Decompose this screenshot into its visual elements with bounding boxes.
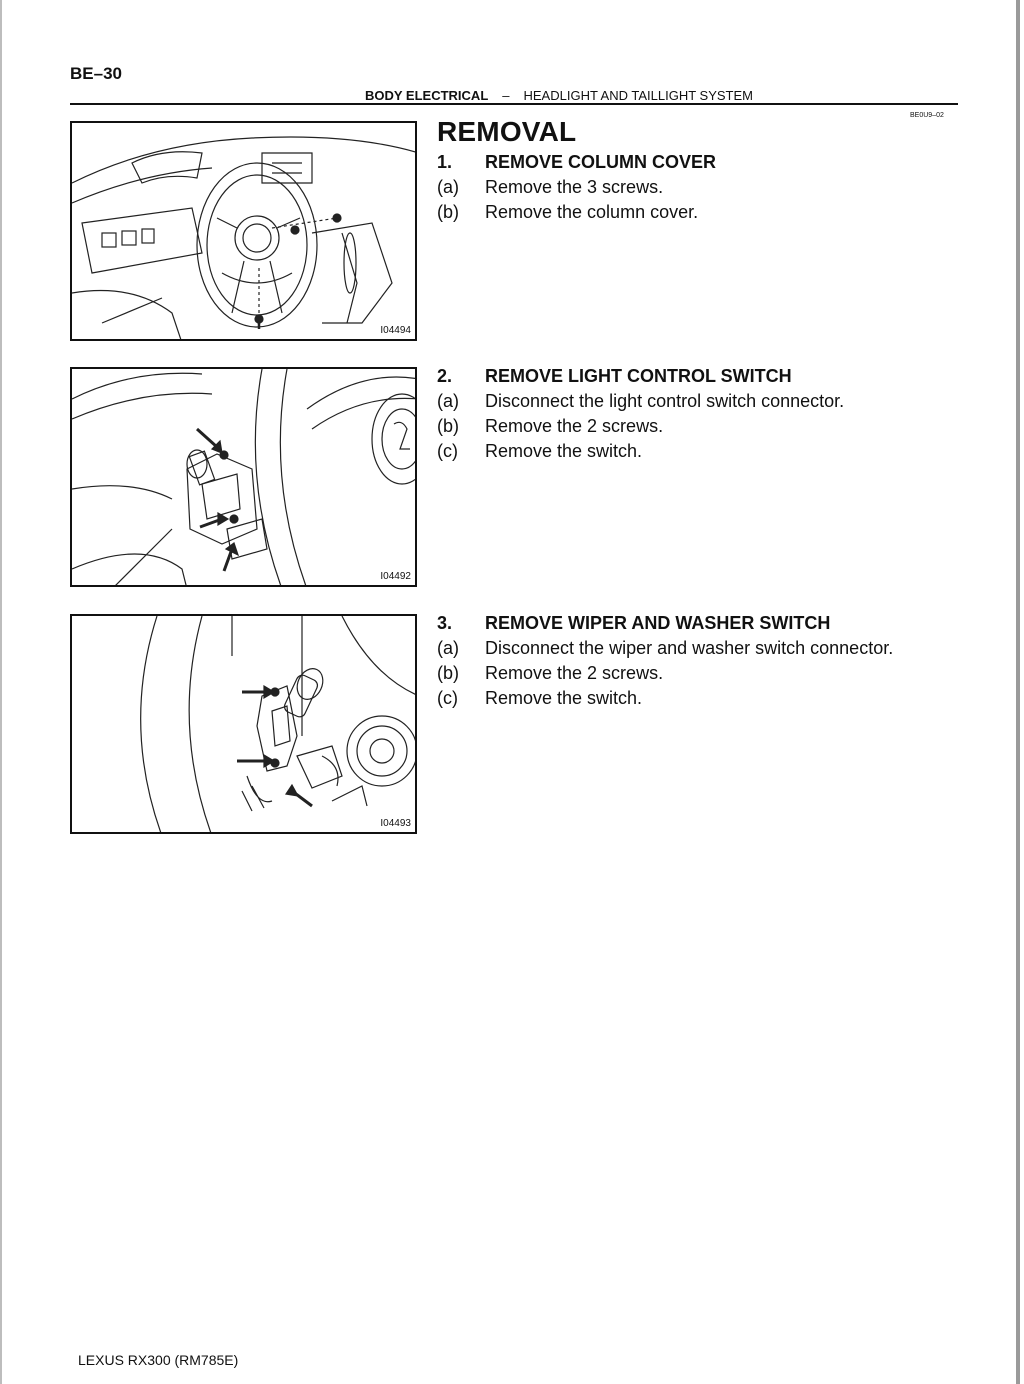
figure-id: I04494 <box>380 325 411 336</box>
step-3: 3. REMOVE WIPER AND WASHER SWITCH (a) Disc… <box>437 611 893 711</box>
footer: LEXUS RX300 (RM785E) <box>78 1352 239 1368</box>
step-heading: REMOVE COLUMN COVER <box>485 152 717 172</box>
substep-label: (b) <box>437 663 459 683</box>
substep-text: Remove the switch. <box>485 441 643 461</box>
figure-id: I04493 <box>380 818 411 829</box>
step-number: 3. <box>437 613 453 633</box>
step-number: 1. <box>437 152 453 172</box>
step-heading: REMOVE LIGHT CONTROL SWITCH <box>485 366 792 386</box>
wiper-switch-illustration <box>140 616 415 832</box>
substep-text: Disconnect the wiper and washer switch c… <box>485 638 894 658</box>
step-heading: REMOVE WIPER AND WASHER SWITCH <box>485 613 831 633</box>
substep-label: (b) <box>437 202 459 222</box>
substep-label: (c) <box>437 688 458 708</box>
substep-text: Remove the 2 screws. <box>485 416 664 436</box>
figure-light-control-switch: I04492 <box>70 367 417 587</box>
substep-label: (c) <box>437 441 458 461</box>
substep-text: Remove the 3 screws. <box>485 177 664 197</box>
substep-label: (a) <box>437 177 459 197</box>
substep-text: Disconnect the light control switch conn… <box>485 391 845 411</box>
substep-label: (a) <box>437 391 459 411</box>
header-separator: – <box>502 88 510 103</box>
substep-text: Remove the 2 screws. <box>485 663 664 683</box>
substep-text: Remove the switch. <box>485 688 643 708</box>
substep-label: (a) <box>437 638 459 658</box>
step-number: 2. <box>437 366 453 386</box>
light-switch-illustration <box>72 369 415 585</box>
page-number: BE–30 <box>70 64 122 83</box>
running-header: BODY ELECTRICAL–HEADLIGHT AND TAILLIGHT … <box>365 88 753 103</box>
figure-id: I04492 <box>380 571 411 582</box>
column-cover-illustration <box>72 136 415 339</box>
section-name: BODY ELECTRICAL <box>365 88 489 103</box>
page-title: REMOVAL <box>437 116 577 147</box>
substep-text: Remove the column cover. <box>485 202 699 222</box>
substep-label: (b) <box>437 416 459 436</box>
subsection-name: HEADLIGHT AND TAILLIGHT SYSTEM <box>523 88 754 103</box>
step-2: 2. REMOVE LIGHT CONTROL SWITCH (a) Disconn… <box>437 364 844 464</box>
step-1: 1. REMOVE COLUMN COVER (a) Remove the 3 sc… <box>437 150 716 225</box>
document-code: BE0U9–02 <box>910 112 944 119</box>
header-rule <box>70 103 958 105</box>
figure-column-cover: I04494 <box>70 121 417 341</box>
figure-wiper-washer-switch: I04493 <box>70 614 417 834</box>
